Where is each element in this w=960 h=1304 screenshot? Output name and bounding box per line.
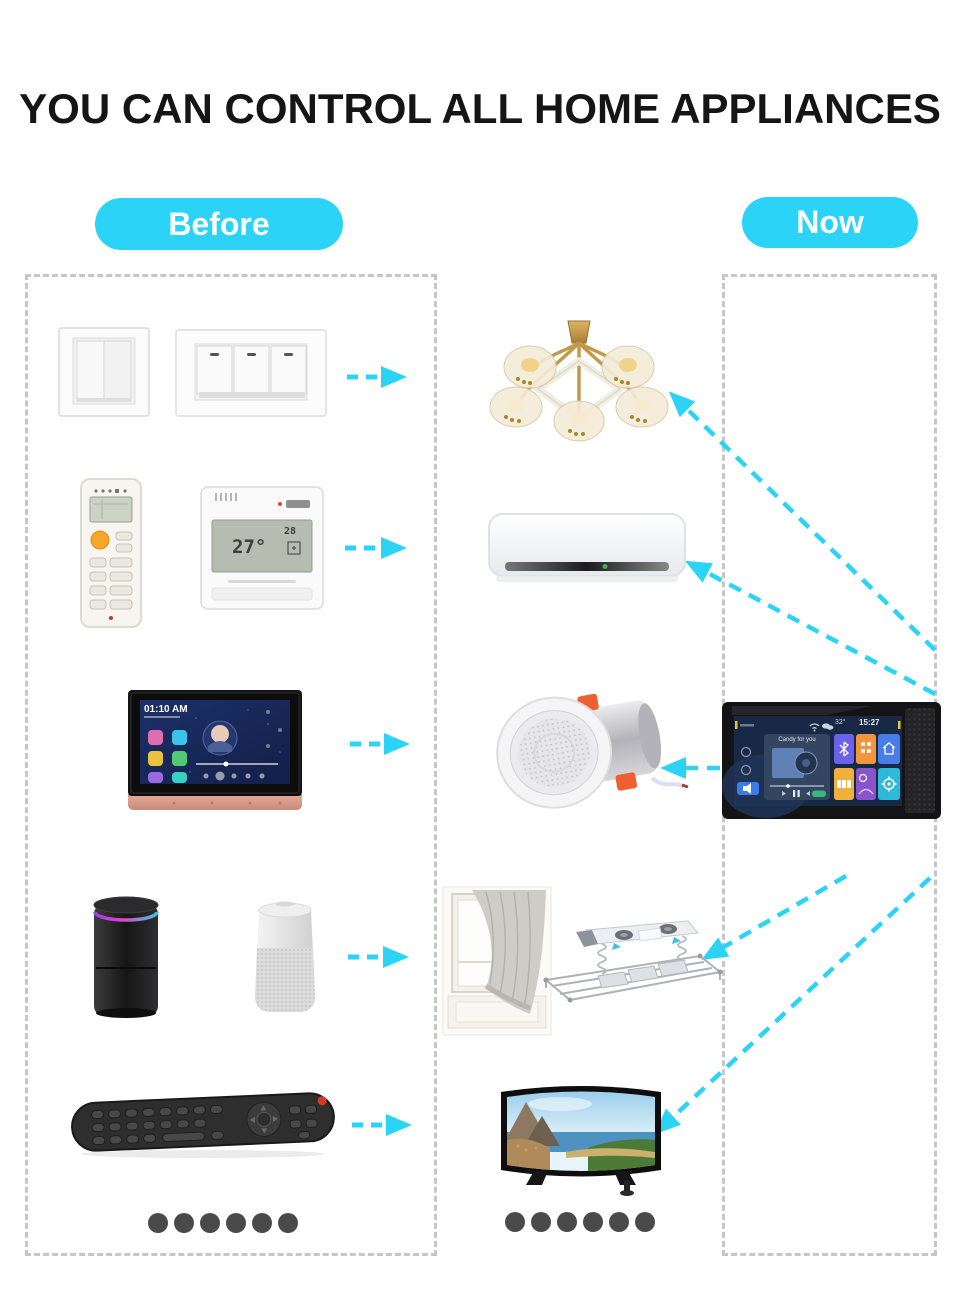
two-gang-wall-switch (58, 327, 150, 417)
pagination-dot (200, 1213, 220, 1233)
app-icons (148, 730, 187, 783)
wired-control-panel: 01:10 AM (128, 690, 302, 810)
power-button (90, 530, 110, 550)
night-scene-tile (856, 768, 876, 800)
ceiling-chandelier (486, 315, 672, 443)
pagination-dot (505, 1212, 525, 1232)
pagination-dot (583, 1212, 603, 1232)
panel-temperature: 32° (835, 719, 846, 726)
lift-coil (597, 943, 607, 975)
pagination-dot (226, 1213, 246, 1233)
house-icon (882, 742, 896, 755)
mounting-clip (615, 772, 638, 791)
remote-lcd (89, 496, 133, 523)
electric-drying-rack (540, 916, 728, 1020)
panel-time: 15:27 (859, 718, 880, 727)
bluetooth-icon (839, 741, 849, 757)
power-button (317, 1096, 327, 1106)
thermostat-lcd (211, 519, 313, 573)
tile-grid (834, 734, 900, 800)
before-badge: Before (95, 198, 343, 250)
remote-buttons (91, 1104, 225, 1146)
wifi-icon (809, 723, 820, 730)
lift-coil (677, 935, 687, 961)
thermostat-secondary: 28 (284, 526, 297, 537)
led-ring (93, 911, 159, 922)
tv-remote-control (68, 1090, 338, 1162)
pagination-dot (278, 1213, 298, 1233)
sidebar-icons (737, 746, 759, 795)
now-badge: Now (742, 197, 918, 248)
pagination-dot (635, 1212, 655, 1232)
pagination-dot (609, 1212, 629, 1232)
tv-screen (507, 1091, 655, 1171)
speaker-mesh (255, 948, 315, 1012)
tv-foot (614, 1171, 636, 1185)
weather-icon (822, 723, 834, 730)
indicator-icons (94, 489, 127, 493)
thermostat-temp: 27° (232, 536, 267, 558)
window-curtain (442, 886, 552, 1036)
player-controls (782, 790, 826, 797)
pagination-dot (557, 1212, 577, 1232)
downlight-speaker (490, 688, 690, 812)
appliance-pagination-dots (505, 1212, 655, 1232)
before-pagination-dots (148, 1213, 298, 1233)
scene-tile (856, 734, 876, 764)
ac-remote-control (80, 478, 142, 628)
curtain-tie (484, 983, 531, 1011)
wire (650, 776, 686, 789)
vent-slots (215, 493, 237, 501)
panel-clock: 01:10 AM (144, 704, 188, 715)
curved-tv (496, 1076, 666, 1198)
three-gang-wall-switch (175, 329, 327, 417)
tv-foot (526, 1171, 548, 1185)
pagination-dot (531, 1212, 551, 1232)
album-art (772, 748, 804, 778)
pagination-dot (148, 1213, 168, 1233)
wall-thermostat: 27° 28 (200, 486, 324, 610)
white-smart-speaker (248, 892, 322, 1018)
page-title: YOU CAN CONTROL ALL HOME APPLIANCES (19, 85, 941, 132)
pagination-dot (252, 1213, 272, 1233)
gear-icon (881, 776, 897, 792)
status-led (602, 564, 608, 569)
glass-cups (489, 345, 669, 442)
home-tile (878, 734, 900, 764)
rose-gold-base (128, 796, 302, 810)
pagination-dot (174, 1213, 194, 1233)
before-devices-box (25, 274, 437, 1256)
panel-song-title: Candy for you (778, 737, 816, 743)
speaker-grille (905, 708, 935, 813)
panel-clock-subline (144, 716, 180, 718)
vent (505, 562, 669, 571)
player-controls (203, 771, 265, 781)
now-smart-panel: 32° 15:27 Candy for you (722, 702, 941, 819)
air-conditioner (487, 512, 687, 586)
black-smart-speaker (92, 892, 160, 1020)
